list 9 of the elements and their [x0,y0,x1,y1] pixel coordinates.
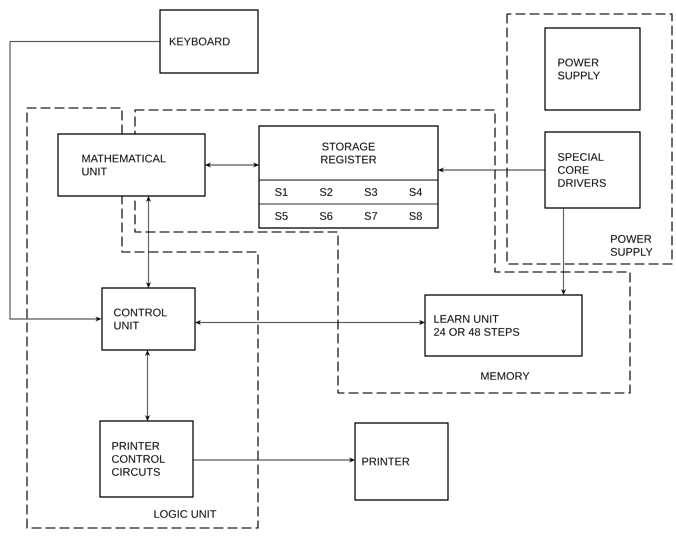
unit-box: SPECIAL CORE DRIVERS [544,131,641,209]
unit-box: PRINTER CONTROL CIRCUTS [99,420,194,498]
unit-box: KEYBOARD [159,9,259,74]
unit-box: MATHEMATICAL UNIT [57,133,206,197]
unit-box: POWER SUPPLY [544,27,641,111]
unit-box: LEARN UNIT 24 OR 48 STEPS [424,294,583,357]
unit-box: PRINTER [354,422,449,501]
register-box: STORAGE REGISTER S1 S2 S3 S4 S5 S6 S7 S8 [258,125,439,229]
unit-box: CONTROL UNIT [101,287,196,351]
